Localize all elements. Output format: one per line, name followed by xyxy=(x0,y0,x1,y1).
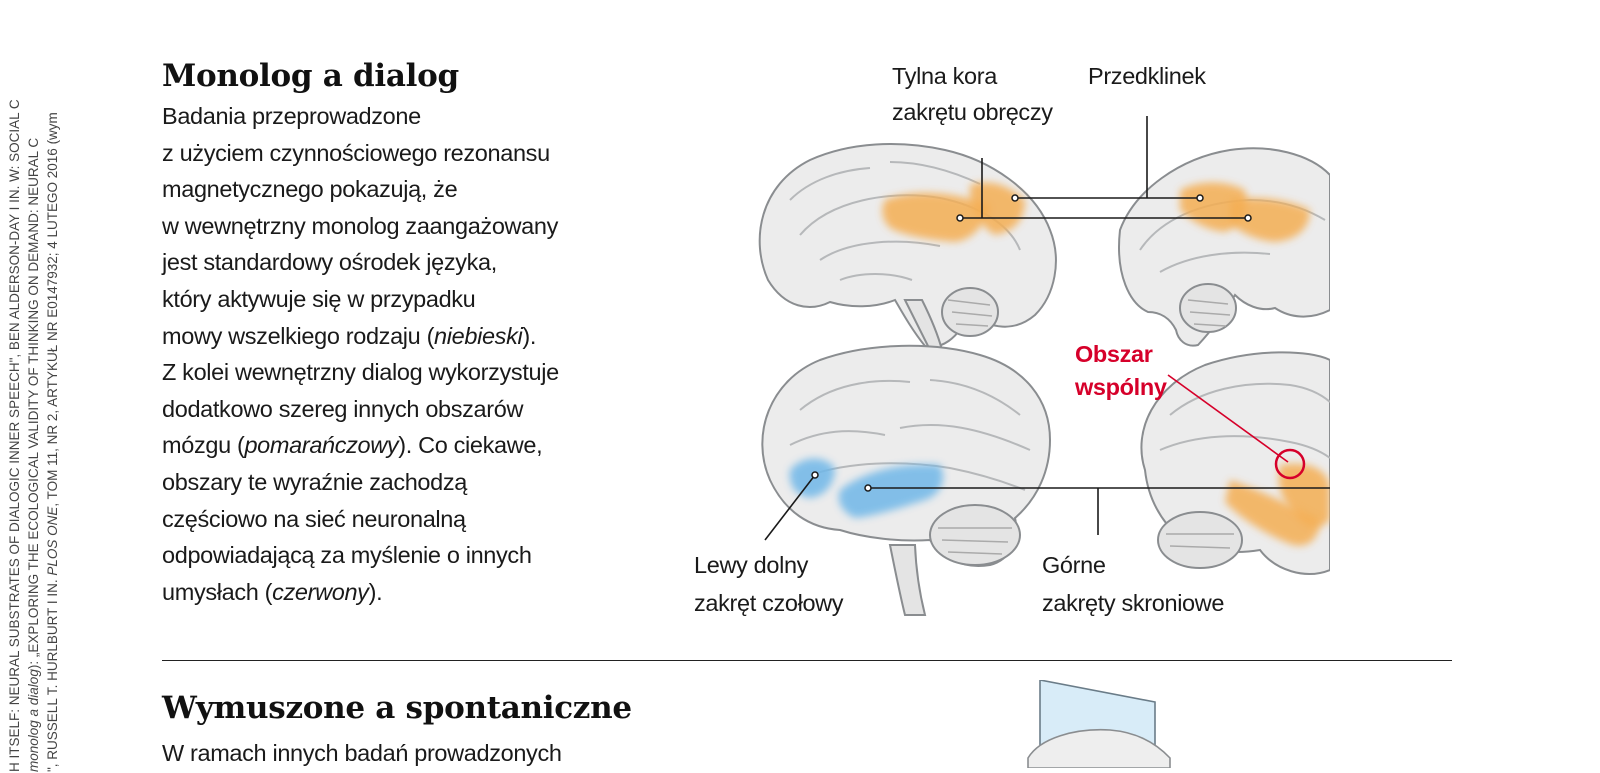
body-line: w wewnętrzny monolog zaangażowany xyxy=(162,212,559,239)
body-line: jest standardowy ośrodek języka, xyxy=(162,249,497,276)
color-word: niebieski xyxy=(434,322,523,349)
section-divider xyxy=(162,660,1452,661)
section-title-monolog: Monolog a dialog xyxy=(162,58,459,94)
body-line: mowy wszelkiego rodzaju (niebieski). xyxy=(162,322,536,349)
body-line: mózgu (pomarańczowy). Co ciekawe, xyxy=(162,432,543,459)
leader-lines xyxy=(764,116,1330,541)
leader-dots xyxy=(811,194,1252,492)
body-line: częściowo na sieć neuronalną xyxy=(162,505,466,532)
body-line: obszary te wyraźnie zachodzą xyxy=(162,468,467,495)
shared-area-circle xyxy=(1274,448,1306,480)
label-left-inferior-frontal: Lewy dolny zakręt czołowy xyxy=(694,552,844,616)
medial-brain-right xyxy=(1118,147,1330,347)
label-posterior-cingulate: Tylna kora zakrętu obręczy xyxy=(892,63,1053,125)
medial-brain-left xyxy=(758,143,1057,351)
body-line: umysłach (czerwony). xyxy=(162,578,383,605)
lateral-brain-right xyxy=(1140,351,1330,575)
section-body-spontaneous: W ramach innych badań prowadzonych xyxy=(162,740,562,766)
head-scan-figure xyxy=(1020,679,1180,769)
section-title-spontaneous: Wymuszone a spontaniczne xyxy=(162,690,632,726)
section-body-monolog: Badania przeprowadzone z użyciem czynnośc… xyxy=(162,98,632,610)
body-line: dodatkowo szereg innych obszarów xyxy=(162,395,524,422)
label-precuneus: Przedklinek xyxy=(1088,63,1206,89)
color-word: pomarańczowy xyxy=(244,432,399,459)
body-line: z użyciem czynnościowego rezonansu xyxy=(162,139,550,166)
source-credits: H ITSELF: NEURAL SUBSTRATES OF DIALOGIC … xyxy=(5,12,65,772)
credits-line-3: ", RUSSELL T. HURLBURT I IN. PLOS ONE, T… xyxy=(45,112,60,772)
label-superior-temporal: Górne zakręty skroniowe xyxy=(1042,552,1225,616)
credits-line-2: monolog a dialog): „EXPLORING THE ECOLOG… xyxy=(26,137,41,772)
credits-line-1: H ITSELF: NEURAL SUBSTRATES OF DIALOGIC … xyxy=(7,99,22,772)
body-line: Z kolei wewnętrzny dialog wykorzystuje xyxy=(162,359,559,386)
head-scan-illustration xyxy=(1027,679,1171,769)
label-shared-area: Obszar wspólny xyxy=(1075,341,1167,400)
body-line: magnetycznego pokazują, że xyxy=(162,176,458,203)
body-line: Badania przeprowadzone xyxy=(162,103,421,129)
body-line: odpowiadającą za myślenie o innych xyxy=(162,542,532,569)
color-word: czerwony xyxy=(272,578,369,605)
brain-figure: Tylna kora zakrętu obręczy Przedklinek O… xyxy=(690,50,1330,640)
lateral-brain-left xyxy=(761,344,1052,616)
brain-illustration xyxy=(758,116,1330,616)
body-line: który aktywuje się w przypadku xyxy=(162,285,476,312)
